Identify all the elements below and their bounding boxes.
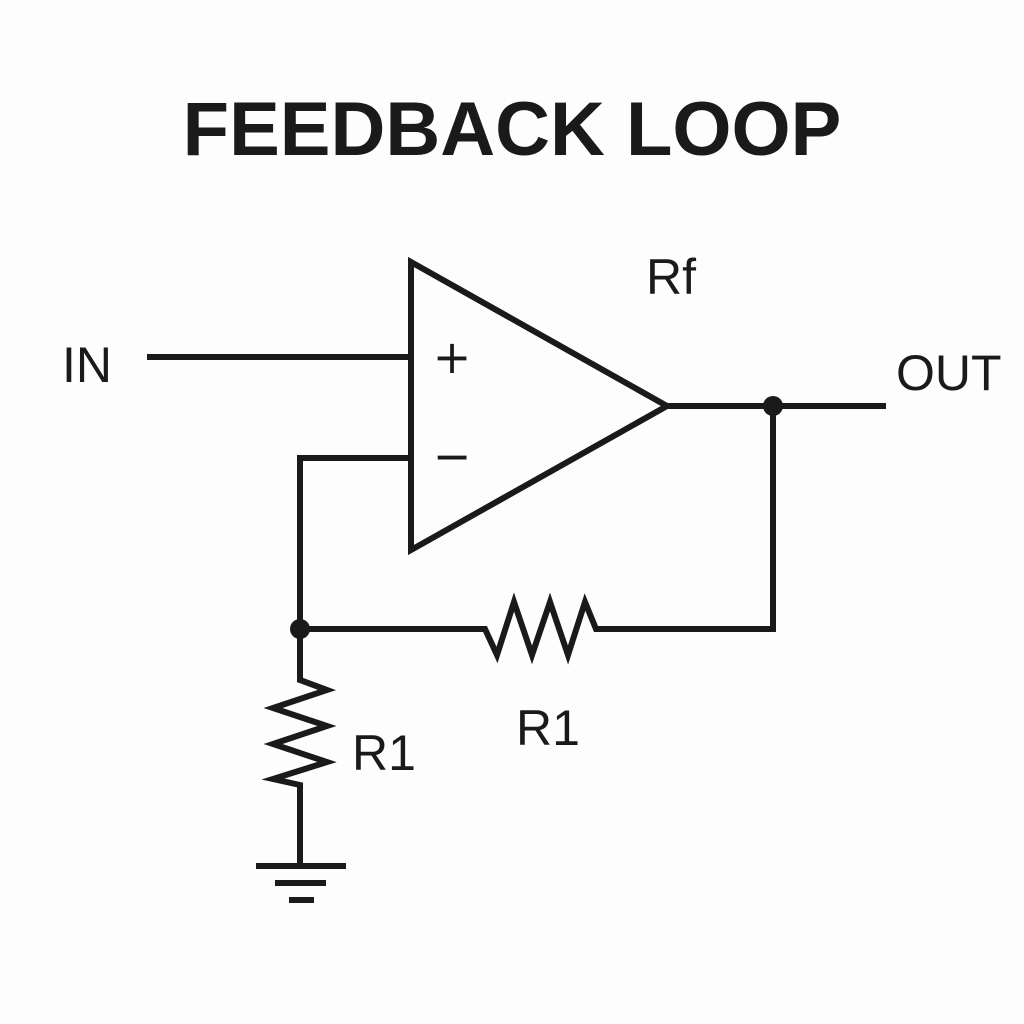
- inverting-input-sign: −: [433, 429, 472, 483]
- inverting-input-wire: [297, 455, 411, 629]
- op-amp-symbol: [408, 256, 674, 556]
- input-label: IN: [62, 337, 112, 393]
- non-inverting-input-sign: +: [433, 330, 472, 384]
- ground-resistor-label: R1: [352, 725, 416, 781]
- feedback-resistor-label: R1: [516, 700, 580, 756]
- rf-label: Rf: [646, 249, 696, 305]
- ground-icon: [256, 863, 346, 903]
- ground-resistor: [261, 629, 337, 864]
- output-label: OUT: [896, 345, 1002, 401]
- diagram-title: FEEDBACK LOOP: [183, 87, 842, 172]
- feedback-resistor: [300, 406, 776, 665]
